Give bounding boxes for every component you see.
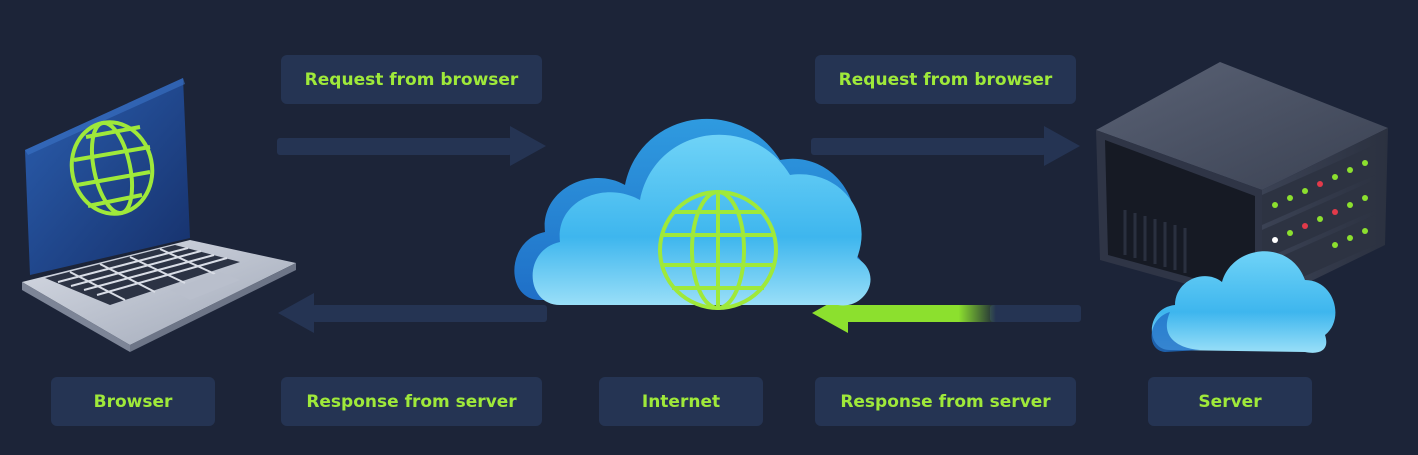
internet-label: Internet <box>599 377 763 426</box>
arrow-request-to-server <box>811 126 1080 166</box>
server-label: Server <box>1148 377 1312 426</box>
cloud-globe-icon <box>514 118 871 310</box>
request-label-left: Request from browser <box>281 55 542 104</box>
response-label-left: Response from server <box>281 377 542 426</box>
response-label-right: Response from server <box>815 377 1076 426</box>
arrow-request-to-internet <box>277 126 546 166</box>
laptop-globe-icon <box>22 78 296 352</box>
request-label-right: Request from browser <box>815 55 1076 104</box>
browser-label: Browser <box>51 377 215 426</box>
server-cloud-icon <box>1096 62 1388 353</box>
arrow-response-to-browser <box>278 293 547 333</box>
